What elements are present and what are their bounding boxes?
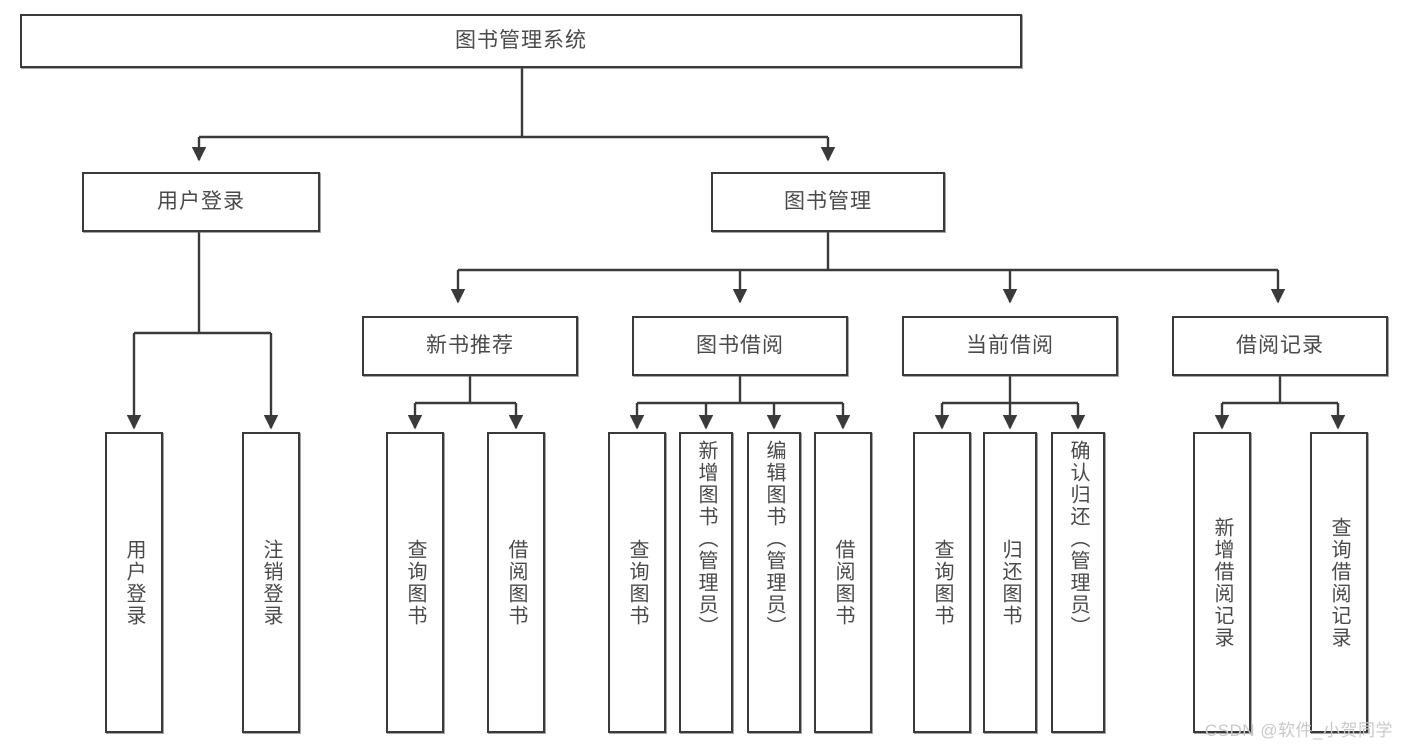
node-label: 查询图书 (404, 538, 426, 627)
leaf-borrow-add-book-admin[interactable]: 新增图书（管理员） (679, 432, 733, 733)
node-label: 编辑图书（管理员） (763, 440, 785, 638)
node-book-borrow[interactable]: 图书借阅 (632, 316, 848, 376)
node-label: 查询借阅记录 (1328, 516, 1350, 649)
leaf-borrow-edit-book-admin[interactable]: 编辑图书（管理员） (747, 432, 801, 733)
node-label: 新书推荐 (426, 333, 514, 357)
node-label: 图书管理 (784, 189, 872, 213)
leaf-current-query-book[interactable]: 查询图书 (913, 432, 971, 733)
node-label: 借阅图书 (832, 538, 854, 627)
leaf-new-book-borrow[interactable]: 借阅图书 (487, 432, 545, 733)
node-label: 查询图书 (626, 538, 648, 627)
leaf-record-add-record[interactable]: 新增借阅记录 (1193, 432, 1251, 733)
node-book-management[interactable]: 图书管理 (711, 172, 945, 232)
leaf-borrow-borrow-book[interactable]: 借阅图书 (814, 432, 872, 733)
leaf-borrow-query-book[interactable]: 查询图书 (608, 432, 666, 733)
leaf-current-confirm-return-admin[interactable]: 确认归还（管理员） (1051, 432, 1105, 733)
node-label: 用户登录 (123, 538, 145, 627)
leaf-record-query-record[interactable]: 查询借阅记录 (1310, 432, 1368, 733)
node-label: 确认归还（管理员） (1067, 440, 1089, 638)
node-label: 借阅记录 (1236, 333, 1324, 357)
leaf-current-return-book[interactable]: 归还图书 (983, 432, 1037, 733)
node-label: 查询图书 (931, 538, 953, 627)
node-current-borrow[interactable]: 当前借阅 (902, 316, 1118, 376)
watermark-text: CSDN @软件_小贺同学 (1204, 721, 1393, 740)
node-label: 用户登录 (157, 189, 245, 213)
node-label: 新增图书（管理员） (695, 440, 717, 638)
node-root-system[interactable]: 图书管理系统 (20, 14, 1022, 68)
leaf-user-login-logout[interactable]: 注销登录 (242, 432, 300, 733)
node-borrow-record[interactable]: 借阅记录 (1172, 316, 1388, 376)
leaf-new-book-query[interactable]: 查询图书 (386, 432, 444, 733)
node-label: 图书借阅 (696, 333, 784, 357)
node-label: 借阅图书 (505, 538, 527, 627)
node-label: 图书管理系统 (455, 28, 587, 52)
node-label: 新增借阅记录 (1211, 516, 1233, 649)
node-new-book-recommend[interactable]: 新书推荐 (362, 316, 578, 376)
leaf-user-login-login[interactable]: 用户登录 (105, 432, 163, 733)
node-label: 当前借阅 (966, 333, 1054, 357)
node-label: 归还图书 (999, 538, 1021, 627)
node-user-login[interactable]: 用户登录 (82, 172, 320, 232)
node-label: 注销登录 (260, 538, 282, 627)
